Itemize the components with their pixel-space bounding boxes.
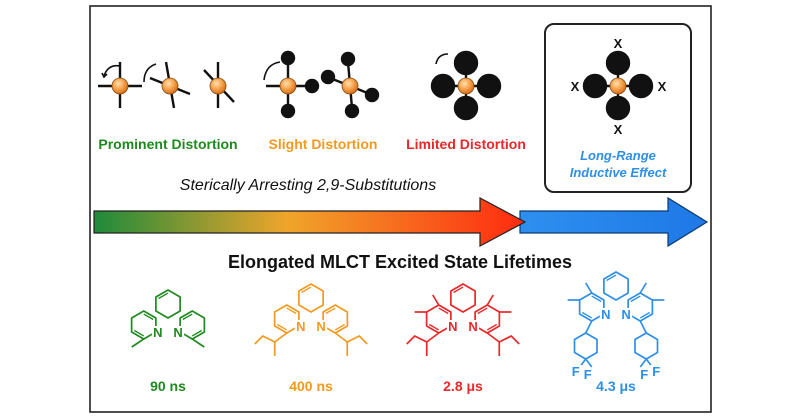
lifetime-label: 90 ns: [150, 378, 186, 394]
fluorine-atom-label: F: [640, 367, 648, 382]
bond: [591, 295, 602, 303]
distortion-icons: [98, 50, 502, 121]
bond: [191, 338, 205, 348]
nitrogen-atom-label: N: [601, 307, 610, 322]
metal-center-icon: [98, 62, 142, 108]
gradient-arrow: [93, 197, 527, 247]
nitrogen-atom-label: N: [621, 307, 630, 322]
lifetime-label: 4.3 μs: [596, 378, 636, 394]
bond: [406, 332, 440, 356]
bond: [584, 320, 593, 334]
blue-arrow: [519, 196, 709, 248]
fluorine-atom-label: F: [652, 364, 660, 379]
inset-metal-center-icon: [582, 50, 654, 121]
bond: [486, 294, 494, 306]
nitrogen-atom-label: N: [173, 325, 182, 340]
inset-caption-line1: Long-Range: [580, 148, 656, 163]
atom-label-background: [569, 365, 582, 379]
bond: [639, 282, 647, 294]
progress-arrows: [93, 196, 709, 248]
bond: [450, 283, 476, 313]
atom-label-background: [151, 326, 164, 340]
atom-label-background: [599, 308, 612, 322]
atom-label-background: [620, 308, 633, 322]
subtitle: Sterically Arresting 2,9-Substitutions: [180, 177, 436, 194]
fluorine-atom-label: F: [584, 367, 592, 382]
atom-label-background: [650, 365, 663, 379]
nitrogen-atom-label: N: [153, 325, 162, 340]
bond: [254, 332, 288, 356]
metal-center-icon: [143, 61, 191, 109]
bond: [301, 286, 312, 294]
bond: [585, 282, 593, 294]
nitrogen-atom-label: N: [448, 319, 457, 334]
bond: [158, 292, 169, 300]
slight-distortion-label: Slight Distortion: [269, 136, 378, 152]
bond: [639, 320, 648, 334]
bond: [334, 332, 368, 356]
atom-label-background: [172, 326, 185, 340]
atom-label-background: [446, 320, 459, 334]
atom-label-background: [294, 320, 307, 334]
bond: [428, 323, 440, 331]
metal-center-icon: [203, 62, 235, 108]
substituent-x-left: X: [571, 79, 580, 94]
nitrogen-atom-label: N: [316, 319, 325, 334]
atom-label-background: [581, 368, 594, 382]
fluorine-atom-label: F: [572, 364, 580, 379]
bond: [298, 283, 324, 313]
bond: [453, 286, 464, 294]
nitrogen-atom-label: N: [468, 319, 477, 334]
bond: [191, 329, 203, 337]
bond: [438, 307, 449, 315]
substituent-x-right: X: [658, 79, 667, 94]
bond: [486, 332, 520, 356]
bond: [606, 274, 617, 282]
bond: [325, 307, 336, 315]
prominent-distortion-label: Prominent Distortion: [98, 136, 237, 152]
atom-label-background: [315, 320, 328, 334]
bond: [143, 313, 154, 321]
metal-center-icon: [263, 50, 320, 119]
lifetime-label: 400 ns: [289, 378, 333, 394]
metal-center-icon: [320, 51, 380, 119]
bond: [286, 307, 297, 315]
bond: [477, 307, 488, 315]
bond: [630, 295, 641, 303]
bond: [182, 313, 193, 321]
bond: [639, 311, 651, 319]
nitrogen-atom-label: N: [296, 319, 305, 334]
bond: [432, 294, 440, 306]
atom-label-background: [467, 320, 480, 334]
bond: [133, 329, 145, 337]
bond: [276, 323, 288, 331]
atom-label-background: [638, 368, 651, 382]
bond: [155, 289, 181, 319]
inset-caption-line2: Inductive Effect: [570, 165, 667, 180]
substituent-x-top: X: [614, 36, 623, 51]
metal-center-icon: [430, 50, 502, 121]
substituent-x-bottom: X: [614, 122, 623, 137]
bond: [603, 271, 629, 301]
lifetime-label: 2.8 μs: [443, 378, 483, 394]
bond: [334, 323, 346, 331]
bond: [486, 323, 498, 331]
bond: [131, 338, 145, 348]
limited-distortion-label: Limited Distortion: [406, 136, 526, 152]
main-heading: Elongated MLCT Excited State Lifetimes: [228, 252, 572, 272]
bond: [581, 311, 593, 319]
